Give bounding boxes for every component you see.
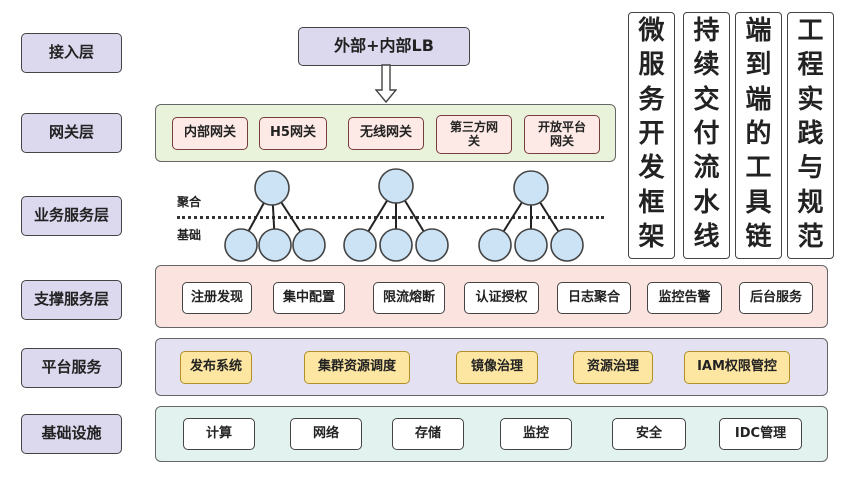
base-service-node — [343, 228, 377, 262]
infra-idc: IDC管理 — [719, 418, 802, 450]
column-char: 务 — [638, 84, 665, 115]
column-char: 践 — [797, 118, 824, 149]
infra-band — [155, 406, 828, 462]
column-char: 发 — [638, 153, 665, 184]
layer-label-infra: 基础设施 — [21, 414, 122, 454]
column-char: 工 — [745, 153, 772, 184]
column-char: 微 — [638, 16, 665, 46]
base-label: 基础 — [177, 228, 202, 242]
infra-monitor: 监控 — [500, 418, 572, 450]
base-service-node — [224, 228, 258, 262]
column-char: 端 — [745, 84, 772, 115]
base-service-node — [379, 228, 413, 262]
column-char: 工 — [797, 16, 824, 46]
infra-security: 安全 — [612, 418, 686, 450]
column-char: 流 — [693, 153, 720, 184]
layer-label-access: 接入层 — [21, 33, 122, 73]
platform-image: 镜像治理 — [456, 351, 538, 384]
column-char: 续 — [693, 50, 720, 81]
support-backend: 后台服务 — [739, 282, 813, 314]
column-char: 付 — [693, 118, 720, 149]
column-char: 水 — [693, 187, 720, 218]
infra-compute: 计算 — [183, 418, 255, 450]
gateway-open-platform: 开放平台网关 — [524, 115, 600, 154]
layer-label-gateway: 网关层 — [21, 113, 122, 153]
platform-resource: 资源治理 — [573, 351, 653, 384]
layer-label-platform: 平台服务 — [21, 348, 122, 388]
platform-scheduling: 集群资源调度 — [304, 351, 410, 384]
column-char: 程 — [797, 50, 824, 81]
column-char: 端 — [745, 16, 772, 46]
layer-divider — [177, 216, 604, 219]
column-toolchain: 端 到 端 的 工 具 链 — [735, 12, 782, 259]
column-char: 服 — [638, 50, 665, 81]
platform-release: 发布系统 — [180, 351, 252, 384]
base-service-node — [514, 228, 548, 262]
column-engineering-practice: 工 程 实 践 与 规 范 — [787, 12, 834, 259]
aggregate-service-node — [513, 170, 549, 206]
column-char: 规 — [797, 187, 824, 218]
support-ratelimit: 限流熔断 — [373, 282, 445, 314]
aggregate-service-node — [254, 170, 290, 206]
gateway-third-party: 第三方网关 — [436, 115, 512, 154]
column-char: 线 — [693, 221, 720, 252]
column-char: 开 — [638, 118, 665, 149]
lb-box: 外部+内部LB — [298, 27, 470, 66]
column-char: 的 — [745, 118, 772, 149]
layer-label-support: 支撑服务层 — [21, 280, 122, 320]
layer-label-business: 业务服务层 — [21, 196, 122, 236]
column-char: 架 — [638, 221, 665, 252]
support-logging: 日志聚合 — [557, 282, 631, 314]
column-char: 交 — [693, 84, 720, 115]
base-service-node — [415, 228, 449, 262]
column-cd-pipeline: 持 续 交 付 流 水 线 — [683, 12, 730, 259]
column-char: 持 — [693, 16, 720, 46]
base-service-node — [258, 228, 292, 262]
aggregate-service-node — [378, 168, 414, 204]
column-dev-framework: 微 服 务 开 发 框 架 — [628, 12, 675, 259]
base-service-node — [550, 228, 584, 262]
support-config: 集中配置 — [273, 282, 345, 314]
support-registry: 注册发现 — [182, 282, 252, 314]
infra-network: 网络 — [290, 418, 362, 450]
column-char: 范 — [797, 221, 824, 252]
column-char: 实 — [797, 84, 824, 115]
platform-iam: IAM权限管控 — [684, 351, 790, 384]
base-service-node — [478, 228, 512, 262]
column-char: 具 — [745, 187, 772, 218]
gateway-internal: 内部网关 — [172, 117, 248, 150]
gateway-wireless: 无线网关 — [348, 117, 424, 150]
base-service-node — [292, 228, 326, 262]
column-char: 框 — [638, 187, 665, 218]
support-auth: 认证授权 — [464, 282, 539, 314]
infra-storage: 存储 — [392, 418, 464, 450]
gateway-h5: H5网关 — [259, 117, 327, 150]
down-arrow-icon — [375, 64, 397, 104]
column-char: 到 — [745, 50, 772, 81]
aggregate-label: 聚合 — [177, 195, 202, 209]
column-char: 链 — [745, 221, 772, 252]
column-char: 与 — [797, 153, 824, 184]
support-monitor: 监控告警 — [647, 282, 722, 314]
